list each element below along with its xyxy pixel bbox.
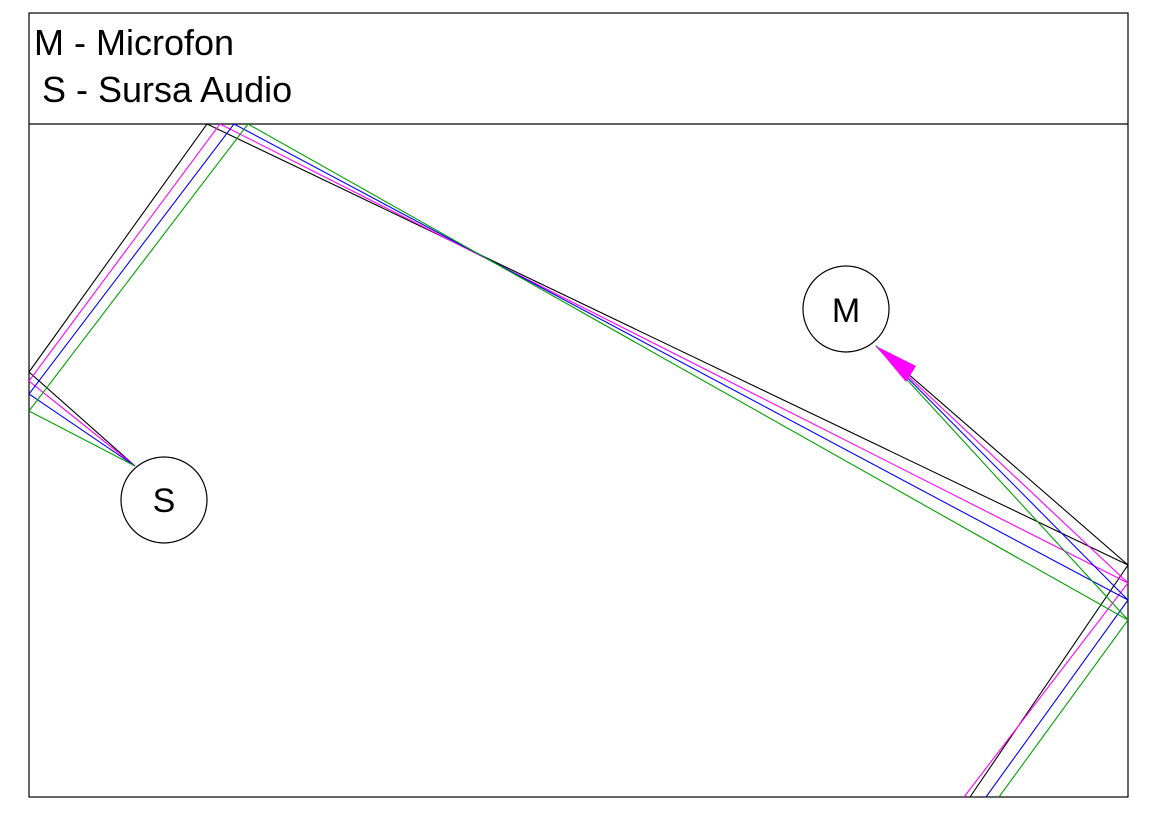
source-node: S bbox=[120, 456, 208, 544]
microphone-label: M bbox=[832, 292, 860, 330]
microphone-circle bbox=[802, 265, 890, 353]
arrow-head bbox=[876, 346, 916, 382]
legend-microphone: M - Microfon bbox=[34, 22, 234, 63]
microphone-node: M bbox=[802, 265, 890, 353]
source-circle bbox=[120, 456, 208, 544]
diagram-frame bbox=[28, 12, 1129, 798]
legend-source: S - Sursa Audio bbox=[42, 69, 292, 110]
source-label: S bbox=[153, 482, 176, 520]
